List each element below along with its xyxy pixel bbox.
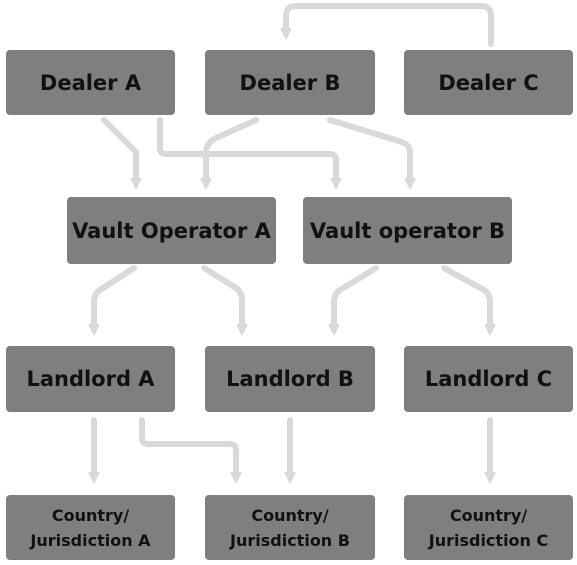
connector-dealer-a-to-vault-b: [157, 117, 342, 190]
connector-dealer-b-to-vault-a: [200, 117, 259, 190]
dealer-b-label: Dealer B: [239, 70, 341, 95]
dealer-c-label: Dealer C: [438, 70, 539, 95]
landlord-c-label: Landlord C: [424, 367, 553, 391]
jurisdiction-a-box: Country/ Jurisdiction A: [6, 495, 175, 560]
vault-operator-a-box: Vault Operator A: [67, 197, 276, 264]
jurisdiction-b-line1: Country/: [251, 505, 329, 525]
jurisdiction-b-line2: Jurisdiction B: [230, 530, 350, 550]
jurisdiction-a-line1: Country/: [51, 505, 130, 525]
landlord-a-label: Landlord A: [26, 367, 155, 391]
dealer-c-box: Dealer C: [404, 50, 573, 115]
vault-operator-a-label: Vault Operator A: [72, 218, 271, 243]
connector-vault-a-to-landlord-b: [201, 265, 248, 336]
jurisdiction-b-box: Country/ Jurisdiction B: [205, 495, 375, 560]
jurisdiction-a-line2: Jurisdiction A: [30, 530, 151, 550]
connector-vault-b-to-landlord-b: [328, 265, 379, 336]
dealer-a-label: Dealer A: [39, 70, 142, 95]
connector-vault-b-to-landlord-c: [441, 265, 496, 336]
landlord-a-box: Landlord A: [6, 346, 175, 412]
jurisdiction-c-box: Country/ Jurisdiction C: [404, 495, 573, 560]
jurisdiction-c-line1: Country/: [449, 505, 528, 525]
vault-operator-b-box: Vault operator B: [303, 197, 512, 264]
connector-landlord-a-to-jurisdiction-b: [139, 417, 242, 484]
landlord-b-box: Landlord B: [205, 346, 375, 412]
connector-vault-a-to-landlord-a: [88, 265, 137, 336]
vault-operator-b-label: Vault operator B: [309, 218, 506, 243]
dealer-b-box: Dealer B: [205, 50, 375, 115]
jurisdiction-c-line2: Jurisdiction C: [428, 530, 549, 550]
connector-dealer-a-to-vault-a: [101, 117, 142, 190]
dealer-a-box: Dealer A: [6, 50, 175, 115]
landlord-b-label: Landlord B: [226, 367, 354, 391]
landlord-c-box: Landlord C: [404, 346, 573, 412]
connector-dealer-c-to-dealer-b: [280, 3, 494, 47]
connector-dealer-b-to-vault-b: [327, 117, 416, 190]
